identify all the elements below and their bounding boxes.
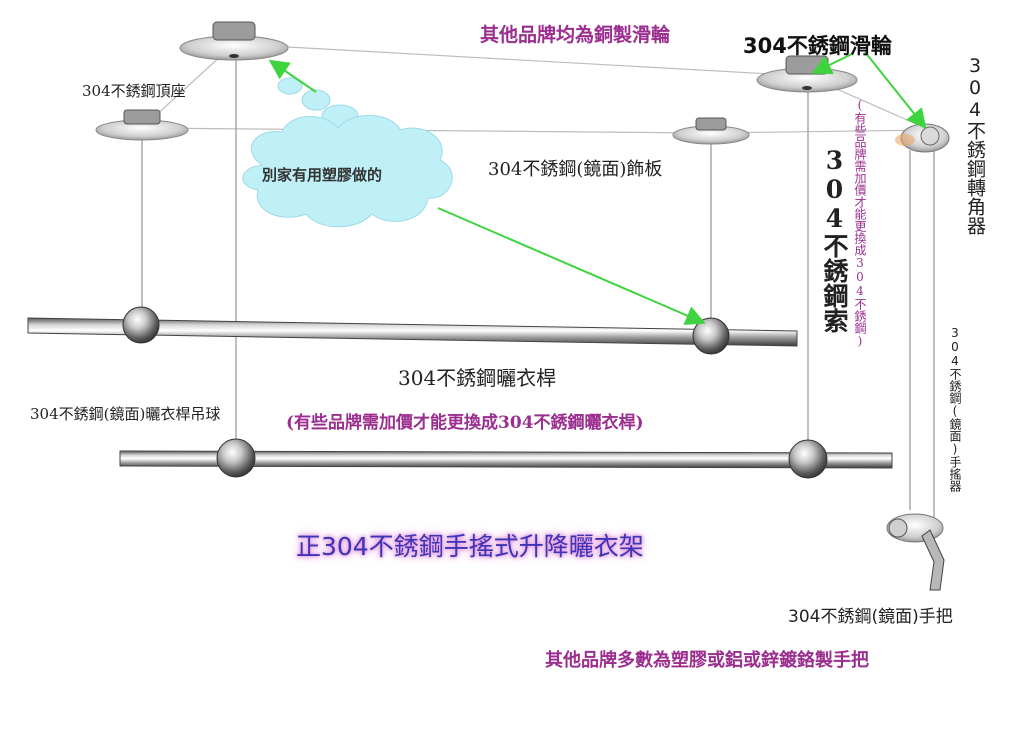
- drying-pole-upper: [27, 306, 798, 355]
- cable-upgrade-note: (有些品牌需加價才能更換成304不銹鋼): [853, 98, 867, 348]
- cover-plate-right: [672, 117, 750, 145]
- drying-pole-lower: [119, 438, 893, 479]
- hand-crank-label: 304不銹鋼(鏡面)手搖器: [948, 326, 962, 492]
- top-mount-label: 304不銹鋼頂座: [82, 82, 186, 100]
- hand-crank: [886, 513, 945, 591]
- top-mount-large: [179, 21, 289, 61]
- steel-cable-label: 304不銹鋼索: [820, 146, 849, 333]
- thought-cloud: [242, 77, 453, 228]
- others-copper-pulley-note: 其他品牌均為銅製滑輪: [480, 24, 671, 46]
- others-handle-note: 其他品牌多數為塑膠或鋁或鋅鍍鉻製手把: [545, 650, 869, 671]
- handle-label: 304不銹鋼(鏡面)手把: [788, 607, 953, 627]
- product-title: 正304不銹鋼手搖式升降曬衣架: [296, 532, 644, 561]
- corner-piece: [895, 123, 950, 153]
- pulley-label: 304不銹鋼滑輪: [743, 34, 892, 58]
- corner-piece-label: 304不銹鋼轉角器: [964, 55, 986, 235]
- pole-upgrade-note: (有些品牌需加價才能更換成304不銹鋼曬衣桿): [286, 413, 644, 433]
- drying-pole-label: 304不銹鋼曬衣桿: [398, 366, 557, 390]
- cover-plate-left: [95, 109, 189, 141]
- others-plastic-note: 別家有用塑膠做的: [262, 166, 383, 184]
- pole-ball-label: 304不銹鋼(鏡面)曬衣桿吊球: [30, 405, 221, 423]
- cover-plate-label: 304不銹鋼(鏡面)飾板: [488, 159, 663, 180]
- hanging-cables: [141, 56, 935, 555]
- pulley-mount: [756, 55, 858, 93]
- green-arrows: [268, 51, 927, 325]
